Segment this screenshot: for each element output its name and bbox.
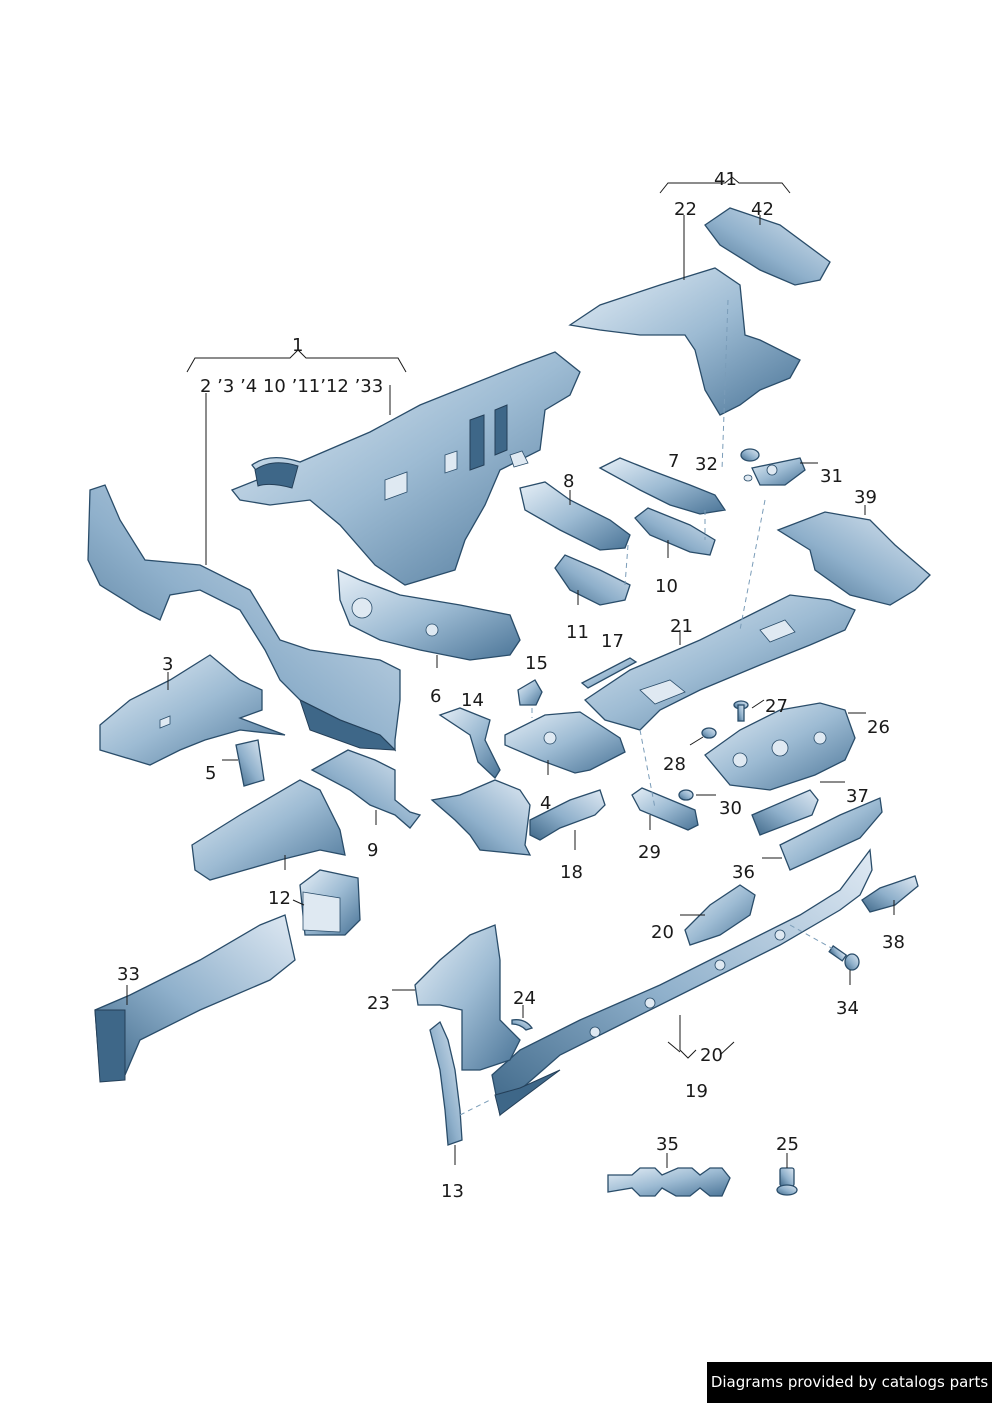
callout-21: 21 [670,616,693,637]
callout-41: 41 [714,169,737,190]
part-29-bracket [631,787,699,831]
callout-1: 1 [292,335,304,356]
callout-38: 38 [882,932,905,953]
part-2-side-member [87,484,401,752]
callout-29: 29 [638,842,661,863]
part-10-member [634,507,716,556]
callout-18: 18 [560,862,583,883]
part-18 [529,789,606,841]
callout-9: 9 [367,840,379,861]
callout-30: 30 [719,798,742,819]
part-12-crash-box [299,869,361,936]
part-31-bracket [751,457,806,486]
part-3 [99,654,286,766]
callout-12: 12 [268,888,291,909]
callout-1-subitems: 2 ’3 ’4 10 ’11’12 ’33 [200,376,384,397]
part-9 [310,749,422,829]
part-16-plate [504,711,626,774]
callout-34: 34 [836,998,859,1019]
callout-13: 13 [441,1181,464,1202]
callout-6: 6 [430,686,442,707]
callout-36: 36 [732,862,755,883]
callout-14: 14 [461,690,484,711]
callout-3: 3 [162,654,174,675]
part-26-pan [704,702,856,791]
callout-28: 28 [663,754,686,775]
part-19-side-sill [491,848,873,1117]
part-6-bulkhead-panel [337,568,521,661]
part-24-clip [511,1019,534,1031]
part-20-bracket [684,884,756,946]
part-13-pillar-reinforcement [429,1020,463,1146]
callout-39: 39 [854,487,877,508]
callout-19: 19 [685,1081,708,1102]
part-42-panel [704,207,831,286]
part-39-rear-floor [776,511,931,606]
part-21-floor-pan [583,594,856,731]
part-35-insert [607,1167,731,1197]
callout-10: 10 [655,576,678,597]
callout-35: 35 [656,1134,679,1155]
callout-20-upper: 20 [651,922,674,943]
part-4-bracket [430,779,532,856]
part-7-member [598,457,727,515]
callout-31: 31 [820,466,843,487]
attribution-footer: Diagrams provided by catalogs parts [707,1362,992,1403]
callout-17: 17 [601,631,624,652]
part-14 [438,707,501,780]
callout-5: 5 [205,763,217,784]
part-15 [517,679,543,706]
part-11-member [554,554,631,606]
part-28-nut [701,727,717,739]
part-10-lower-member [191,779,346,881]
part-1-bulkhead [230,351,581,586]
callout-32: 32 [695,454,718,475]
callout-42: 42 [751,199,774,220]
callout-27: 27 [765,696,788,717]
part-17-strip [580,657,638,689]
part-38-bracket [861,875,919,913]
part-36-member [779,797,883,871]
callout-37: 37 [846,786,869,807]
callout-11: 11 [566,622,589,643]
part-23-a-pillar [414,924,521,1071]
part-22-crossmember [568,267,801,416]
callout-15: 15 [525,653,548,674]
bracket-1 [186,349,407,373]
callout-8: 8 [563,471,575,492]
callout-23: 23 [367,993,390,1014]
callout-25: 25 [776,1134,799,1155]
callout-22: 22 [674,199,697,220]
part-32-nut [740,448,760,482]
callout-4: 4 [540,793,552,814]
part-30-nut [678,789,694,801]
part-37-member [751,789,819,836]
callout-24: 24 [513,988,536,1009]
part-33-longitudinal-member [94,914,296,1083]
part-25-rivet [776,1167,798,1196]
part-8-member [519,481,631,551]
callout-20-lower: 20 [700,1045,723,1066]
part-34-bolt [828,945,860,971]
callout-33: 33 [117,964,140,985]
bracket-41 [659,176,791,194]
part-5 [235,739,265,787]
part-27-bolt [733,700,749,722]
callout-7: 7 [668,451,680,472]
callout-26: 26 [867,717,890,738]
